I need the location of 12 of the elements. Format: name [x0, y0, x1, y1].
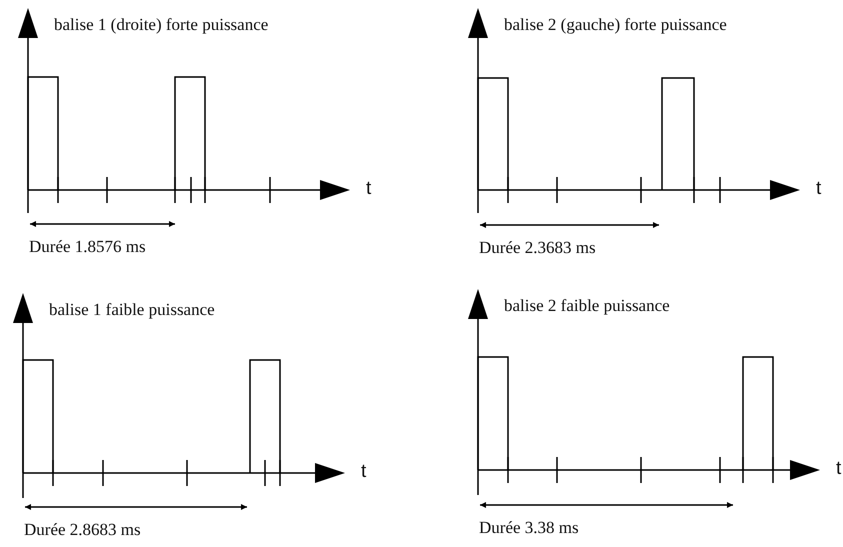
chart-title: balise 1 (droite) forte puissance	[54, 15, 268, 35]
chart-title: balise 2 faible puissance	[504, 296, 670, 316]
chart-title: balise 2 (gauche) forte puissance	[504, 15, 727, 35]
chart-title: balise 1 faible puissance	[49, 300, 215, 320]
axis-label: t	[361, 462, 366, 482]
axis-label: t	[816, 179, 822, 199]
axis-label: t	[366, 179, 372, 199]
duration-label: Durée 2.8683 ms	[24, 520, 141, 540]
duration-label: Durée 2.3683 ms	[479, 238, 596, 258]
axis-label: t	[836, 459, 842, 479]
duration-label: Durée 3.38 ms	[479, 518, 579, 538]
duration-label: Durée 1.8576 ms	[29, 237, 146, 257]
